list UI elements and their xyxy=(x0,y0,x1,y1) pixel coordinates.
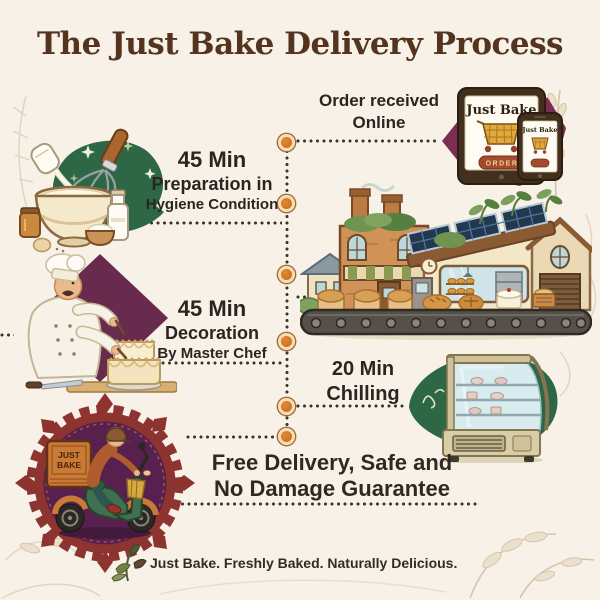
step-chilling-time: 20 Min xyxy=(331,358,395,380)
bakery-factory-illustration xyxy=(300,183,592,340)
rider-helmet xyxy=(105,427,127,442)
chef-illustration xyxy=(25,253,177,393)
step-decoration-time: 45 Min xyxy=(177,296,247,321)
step-decoration-line2: By Master Chef xyxy=(157,344,267,362)
mixing-bowl xyxy=(34,185,114,248)
step-order-line2: Online xyxy=(352,113,406,133)
cart-icon-small xyxy=(531,137,549,154)
timeline-dot xyxy=(278,134,295,151)
sparkle-icon xyxy=(69,141,156,183)
conveyor-belt xyxy=(300,288,592,336)
order-button-text: ORDER xyxy=(486,161,519,168)
cart-icon xyxy=(476,120,520,153)
timeline-dot xyxy=(278,195,295,212)
display-fridge-illustration xyxy=(409,354,558,463)
right-gable xyxy=(525,216,592,312)
step-chilling-label: 20 Min Chilling xyxy=(303,357,423,407)
connector-decoration xyxy=(135,361,283,365)
master-chef xyxy=(27,253,128,380)
timeline-dot xyxy=(278,333,295,350)
phone-brand-text: Just Bake xyxy=(521,126,557,134)
step-decoration-line1: Decoration xyxy=(164,322,260,343)
connector-delivery xyxy=(186,435,278,439)
step-order-line1: Order received xyxy=(318,91,439,110)
chef-hat xyxy=(45,253,86,283)
tablet-phone-illustration: Just Bake ORDER Just Bake xyxy=(442,87,566,186)
egg-icon xyxy=(32,237,52,253)
timeline-dot xyxy=(278,398,295,415)
connector-preparation xyxy=(130,221,282,225)
connector-order xyxy=(296,139,438,143)
corner-leaves-decoration xyxy=(19,531,595,599)
display-fridge xyxy=(439,354,550,463)
rooftop-plants xyxy=(434,189,563,248)
delivery-line2: No Damage Guarantee xyxy=(214,476,450,502)
step-preparation-label: 45 Min Preparation in Hygiene Condition xyxy=(137,147,287,214)
delivery-scooter-emblem: JUST BAKE xyxy=(15,393,195,573)
timeline-dot xyxy=(278,428,295,445)
box-text-line2: BAKE xyxy=(57,460,81,470)
delivery-box: JUST BAKE xyxy=(45,439,93,489)
step-preparation-time: 45 Min xyxy=(177,147,247,172)
solar-panels xyxy=(406,201,557,268)
step-preparation-line1: Preparation in xyxy=(151,173,273,194)
connector-chilling xyxy=(296,404,406,408)
page-title: The Just Bake Delivery Process xyxy=(36,26,564,62)
edge-dots-fragment xyxy=(0,333,14,337)
step-chilling-line1: Chilling xyxy=(326,383,400,405)
phone-device: Just Bake xyxy=(517,112,563,181)
leaf-sprout-icon xyxy=(111,544,147,582)
tablet-brand-text: Just Bake xyxy=(465,103,536,118)
sugar-bowl-icon xyxy=(84,223,116,247)
step-preparation-line2: Hygiene Condition xyxy=(145,195,279,213)
mixing-bowl-illustration xyxy=(19,128,164,253)
connector-bottom xyxy=(174,502,478,506)
timeline-vertical-line xyxy=(285,143,289,439)
cake-on-belt xyxy=(496,288,522,309)
timeline-dot xyxy=(278,266,295,283)
conveyor-breads xyxy=(317,288,556,312)
box-text-line1: JUST xyxy=(58,450,81,460)
blob-squiggle-decoration xyxy=(422,388,445,409)
bread-basket xyxy=(532,288,556,308)
wall-clock xyxy=(420,257,438,275)
delivery-guarantee-label: Free Delivery, Safe and No Damage Guaran… xyxy=(172,450,492,503)
step-order-label: Order received Online xyxy=(299,90,459,134)
delivery-scooter: JUST BAKE xyxy=(45,427,159,539)
delivery-line1: Free Delivery, Safe and xyxy=(211,450,453,475)
pastries-on-shelves xyxy=(466,377,508,415)
footer-tagline: Just Bake. Freshly Baked. Naturally Deli… xyxy=(150,555,458,571)
step-decoration-label: 45 Min Decoration By Master Chef xyxy=(137,296,287,363)
spice-jar-icon xyxy=(19,207,41,238)
delivery-rider xyxy=(86,427,140,514)
